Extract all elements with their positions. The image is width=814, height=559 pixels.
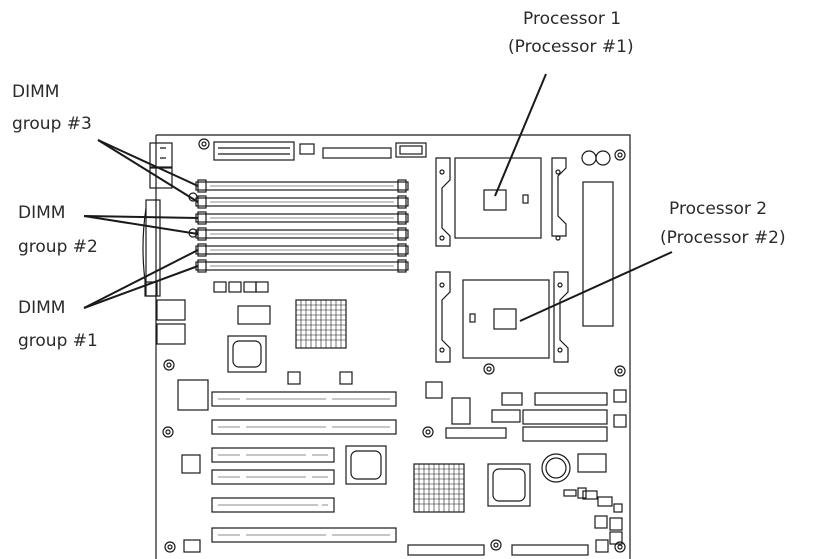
processor1-leader	[494, 73, 547, 197]
processor1-label-line2: (Processor #1)	[508, 37, 634, 57]
dimm1-label-line1: DIMM	[18, 298, 65, 318]
grid-chip-lower	[413, 463, 465, 513]
processor2-leader	[519, 251, 673, 322]
dimm2-label-line2: group #2	[18, 237, 98, 257]
dimm1-leaders	[83, 249, 199, 309]
dimm2-leaders	[83, 215, 199, 235]
processor2-label-line2: (Processor #2)	[660, 228, 786, 248]
processor2-socket	[435, 271, 569, 363]
pci-slot	[211, 391, 397, 407]
processor1-label-line1: Processor 1	[523, 9, 621, 29]
pci-slot	[211, 447, 335, 463]
dimm-slot	[195, 195, 409, 209]
board-outline	[155, 134, 631, 559]
grid-chip-upper	[295, 299, 347, 349]
pci-slot	[211, 419, 397, 435]
pci-slots	[211, 391, 397, 543]
processor2-label-line1: Processor 2	[669, 199, 767, 219]
top-connectors	[198, 138, 427, 161]
pci-slot	[211, 469, 335, 485]
dimm3-label-line2: group #3	[12, 114, 92, 134]
pci-slot	[211, 497, 335, 513]
dimm-slots	[195, 179, 409, 273]
dimm3-label-line1: DIMM	[12, 82, 59, 102]
rear-io-connectors	[142, 142, 186, 345]
dimm3-leaders	[97, 139, 199, 203]
chip	[227, 335, 267, 373]
dimm2-label-line1: DIMM	[18, 203, 65, 223]
processor1-socket	[435, 157, 567, 247]
dimm1-label-line2: group #1	[18, 331, 98, 351]
pci-slot	[211, 527, 397, 543]
